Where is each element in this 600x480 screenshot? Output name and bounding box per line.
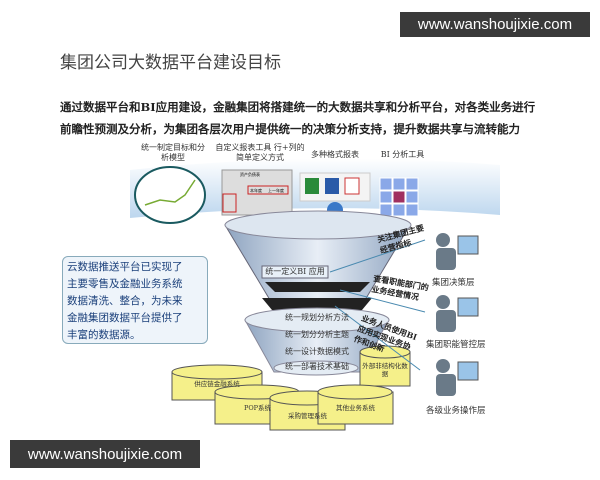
report-highlight [222,193,237,213]
user-level: 集团决策层 [432,278,475,288]
page-title: 集团公司大数据平台建设目标 [60,53,281,73]
report-col: 本年度 [250,188,262,193]
funnel-rim [224,210,412,240]
intro-line: 通过数据平台和BI应用建设，金融集团将搭建统一的大数据共享和分析平台，对各类业务… [60,100,536,114]
source-cylinders [171,345,411,431]
data-layer [262,298,372,310]
intro-line: 前瞻性预测及分析，为集团各层次用户提供统一的决策分析支持，提升数据共享与流转能力 [60,122,520,136]
source-system: 供应链金融系统 [194,380,240,388]
data-layer [265,282,370,292]
excel-icon [305,178,319,194]
funnel-layer: 统一部署技术基础 [285,362,349,371]
note-line: 主要零售及金融业务系统 [67,278,183,290]
chart-model-icon [134,166,206,224]
funnel-base [273,360,359,376]
bi-layer-box [261,265,329,279]
note-line: 丰富的数据源。 [67,329,141,341]
tool-label: 统一制定目标和分析模型 [141,143,205,162]
note-line: 金融集团数据平台提供了 [67,312,183,324]
report-title: 资产负债表 [240,172,260,177]
source-system: 外部非结构化数据 [362,362,408,378]
bi-cube-icon [379,177,419,217]
source-system: 其他业务系统 [336,404,375,412]
report-col: 上一年度 [268,188,284,193]
funnel-layer: 统一定义BI 应用 [265,267,325,276]
tool-label: BI 分析工具 [380,150,425,159]
data-source-note: 云数据推送平台已实现了 主要零售及金融业务系统 数据清洗、整合，为未来 金融集团… [62,256,208,344]
funnel-layer: 统一规划分析方法 [285,313,349,322]
source-system: POP系统 [243,404,272,412]
pdf-icon [344,177,360,195]
trend-line [144,179,196,206]
intro-paragraph: 通过数据平台和BI应用建设，金融集团将搭建统一的大数据共享和分析平台，对各类业务… [60,96,590,140]
tool-label: 多种格式报表 [311,150,359,159]
watermark-bottom: www.wanshoujixie.com [10,440,200,468]
funnel-layer: 统一划分分析主题 [285,330,349,339]
funnel-layer: 统一设计数据模式 [285,347,349,356]
arrows [329,239,426,371]
user-level: 集团职能管控层 [426,340,486,350]
report-highlight [247,185,289,195]
user-level: 各级业务操作层 [426,406,486,416]
source-system: 采购管理系统 [288,412,327,420]
watermark-top: www.wanshoujixie.com [400,12,590,37]
tool-label: 自定义报表工具 行+列的简单定义方式 [215,143,305,162]
user-icons [436,233,479,396]
word-icon [325,178,339,194]
note-line: 云数据推送平台已实现了 [67,261,183,273]
funnel-rim [244,307,390,333]
note-line: 数据清洗、整合，为未来 [67,295,183,307]
